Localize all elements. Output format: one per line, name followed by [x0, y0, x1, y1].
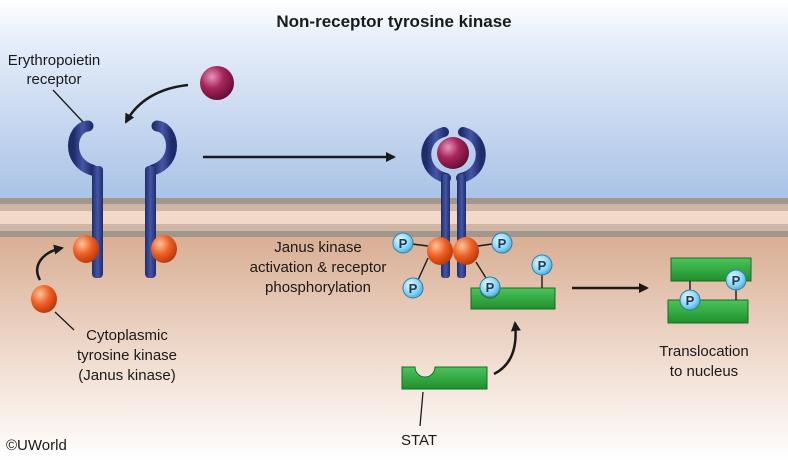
cytoplasm — [0, 236, 788, 460]
kinase-recruit-arrow — [36, 244, 64, 281]
erythropoietin-ligand — [200, 66, 234, 100]
translocation-label-line1: Translocation — [659, 343, 749, 360]
receptor-label-line1: Erythropoietin — [8, 52, 101, 69]
cyto-label-line3: (Janus kinase) — [78, 367, 176, 384]
phosphate-group: P — [392, 232, 414, 254]
svg-text:P: P — [486, 280, 495, 295]
cell-membrane — [0, 198, 788, 237]
svg-text:P: P — [732, 273, 741, 288]
stat-recruit-arrow — [493, 321, 521, 376]
activated-jak-left — [427, 237, 453, 265]
jak-label-line3: phosphorylation — [265, 279, 371, 296]
phosphate-group: P — [479, 276, 501, 298]
phosphate-group: P — [725, 269, 747, 291]
receptor-label-line2: receptor — [26, 71, 81, 88]
cyto-label-line2: tyrosine kinase — [77, 347, 177, 364]
free-janus-kinase — [31, 285, 57, 313]
svg-text:P: P — [399, 236, 408, 251]
phosphate-bonds — [411, 243, 493, 281]
receptor-label-pointer — [52, 89, 84, 123]
jak-label-line1: Janus kinase — [274, 239, 362, 256]
diagram-title: Non-receptor tyrosine kinase — [276, 12, 511, 31]
svg-text:P: P — [686, 293, 695, 308]
cyto-label-line1: Cytoplasmic — [86, 327, 168, 344]
janus-kinase-right — [151, 235, 177, 263]
jak-label-line2: activation & receptor — [250, 259, 387, 276]
stat-label-pointer — [419, 391, 424, 427]
bound-erythropoietin — [437, 137, 469, 169]
phosphate-group: P — [402, 277, 424, 299]
ligand-binding-arrow — [124, 83, 189, 124]
kinase-label-pointer — [54, 311, 75, 331]
phosphate-group: P — [491, 232, 513, 254]
translocation-label-line2: to nucleus — [670, 363, 738, 380]
stat-free — [401, 366, 488, 390]
svg-text:P: P — [538, 258, 547, 273]
extracellular-space — [0, 0, 788, 200]
svg-text:P: P — [409, 281, 418, 296]
activated-jak-right — [453, 237, 479, 265]
stat-label: STAT — [401, 432, 437, 449]
phosphate-group: P — [531, 254, 553, 276]
svg-text:P: P — [498, 236, 507, 251]
copyright-text: ©UWorld — [6, 437, 67, 454]
janus-kinase-left — [73, 235, 99, 263]
phosphate-group: P — [679, 289, 701, 311]
